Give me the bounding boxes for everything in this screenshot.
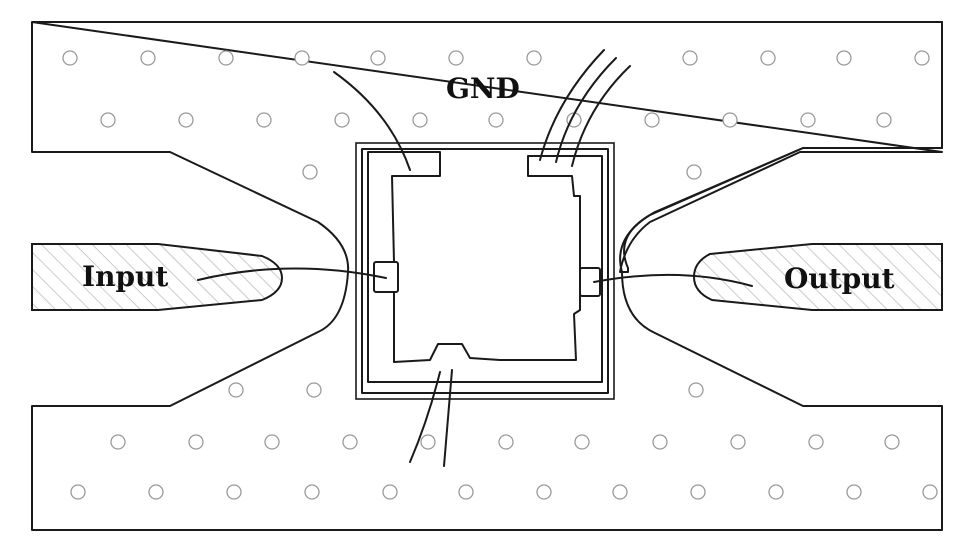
via — [686, 164, 702, 180]
via-group-top — [62, 50, 930, 180]
via — [382, 484, 398, 500]
via — [226, 484, 242, 500]
via — [70, 484, 86, 500]
via — [914, 50, 930, 66]
via — [218, 50, 234, 66]
via — [688, 382, 704, 398]
via — [304, 484, 320, 500]
via — [768, 484, 784, 500]
via — [178, 112, 194, 128]
via — [760, 50, 776, 66]
via — [294, 50, 310, 66]
via — [922, 484, 938, 500]
via — [488, 112, 504, 128]
ground-plane-bottom-outline — [31, 271, 943, 531]
gnd-bond-wire-bottom-1 — [409, 371, 441, 463]
via — [256, 112, 272, 128]
via — [876, 112, 892, 128]
output-transmission-line — [692, 243, 943, 311]
via — [228, 382, 244, 398]
chip-die-inner-border — [361, 148, 609, 394]
via — [62, 50, 78, 66]
via — [420, 434, 436, 450]
via — [100, 112, 116, 128]
input-transmission-line — [31, 243, 284, 311]
via-group-bottom — [70, 382, 938, 500]
via — [652, 434, 668, 450]
via — [682, 50, 698, 66]
via — [836, 50, 852, 66]
ground-plane-top-outline — [31, 21, 943, 273]
gnd-label: GND — [446, 72, 520, 105]
via — [808, 434, 824, 450]
input-label: Input — [82, 260, 168, 293]
input-bond-wire — [197, 267, 387, 281]
via — [412, 112, 428, 128]
gnd-bond-wire-1 — [333, 71, 411, 171]
via — [574, 434, 590, 450]
via — [722, 112, 738, 128]
via — [334, 112, 350, 128]
via — [264, 434, 280, 450]
via — [148, 484, 164, 500]
output-bond-wire — [593, 273, 753, 287]
gnd-bond-wire-bottom-2 — [443, 369, 453, 467]
via — [302, 164, 318, 180]
via — [306, 382, 322, 398]
via — [140, 50, 156, 66]
via — [526, 50, 542, 66]
via — [846, 484, 862, 500]
via — [690, 484, 706, 500]
via — [498, 434, 514, 450]
via — [448, 50, 464, 66]
gnd-bond-wire-3 — [555, 57, 617, 163]
gnd-bond-wire-4 — [571, 65, 631, 167]
via — [536, 484, 552, 500]
gnd-bond-wire-2 — [539, 49, 605, 161]
via — [884, 434, 900, 450]
via — [800, 112, 816, 128]
via — [342, 434, 358, 450]
output-label: Output — [784, 262, 895, 295]
via — [188, 434, 204, 450]
via — [612, 484, 628, 500]
via — [110, 434, 126, 450]
via — [458, 484, 474, 500]
via — [730, 434, 746, 450]
output-bond-pad — [579, 267, 601, 297]
via — [370, 50, 386, 66]
via — [644, 112, 660, 128]
